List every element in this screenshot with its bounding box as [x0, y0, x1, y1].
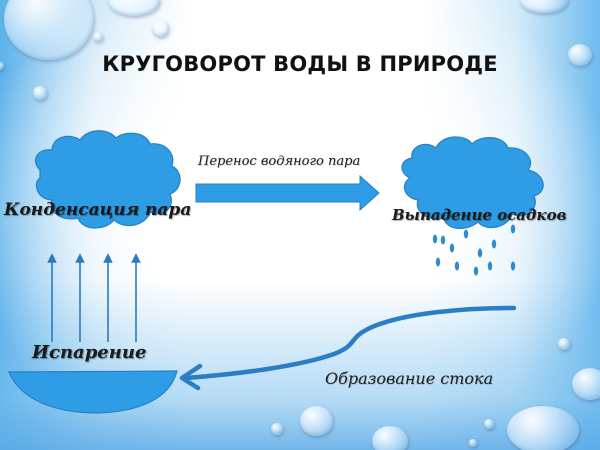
water-droplet-icon [558, 338, 570, 350]
water-droplet-icon [108, 0, 160, 16]
water-droplet-icon [568, 44, 592, 66]
water-droplet-icon [507, 406, 579, 450]
arrows-up-icon [47, 253, 141, 342]
water-droplet-icon [0, 62, 4, 70]
water-droplet-icon [271, 423, 283, 435]
water-droplet-icon [572, 368, 600, 400]
curved-arrow-left-icon [179, 305, 517, 391]
water-droplet-icon [469, 439, 477, 447]
water-droplet-icon [33, 86, 47, 100]
condensation-label: Конденсация пара [4, 200, 192, 220]
rain-cloud-icon [401, 136, 544, 229]
cloud-icon [35, 130, 181, 229]
water-basin-icon [8, 370, 178, 414]
water-droplet-icon [520, 0, 568, 13]
vapor-transfer-label: Перенос водяного пара [198, 154, 361, 169]
precipitation-label: Выпадение осадков [392, 206, 567, 224]
runoff-label: Образование стока [325, 369, 494, 388]
water-droplet-icon [93, 32, 103, 42]
arrow-right-icon [195, 174, 380, 212]
water-droplet-icon [484, 419, 494, 429]
water-droplet-icon [300, 406, 333, 436]
water-droplet-icon [372, 426, 408, 450]
water-droplet-icon [152, 20, 169, 37]
page-title: КРУГОВОРОТ ВОДЫ В ПРИРОДЕ [102, 52, 498, 76]
evaporation-label: Испарение [32, 342, 147, 363]
raindrops-icon [432, 224, 516, 276]
